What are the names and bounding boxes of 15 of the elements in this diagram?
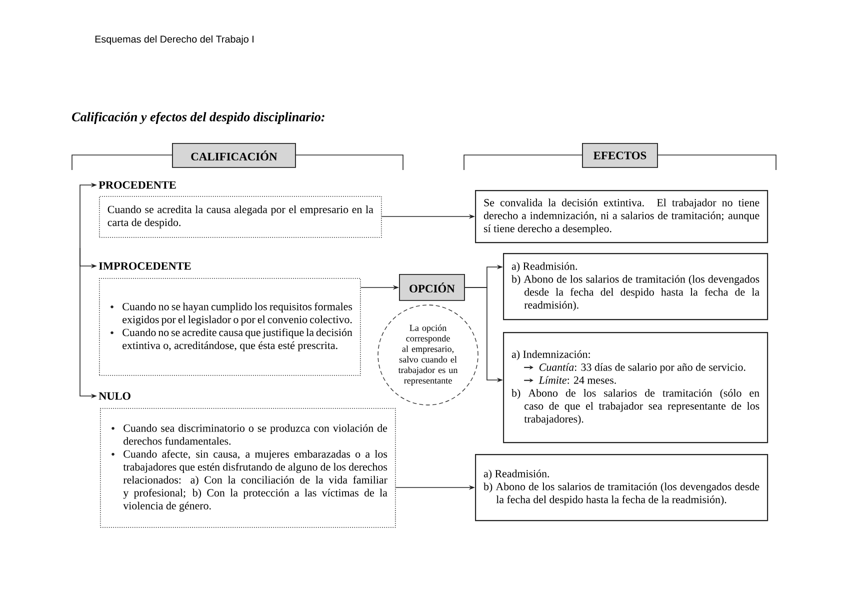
- heading-box: CALIFICACIÓN: [172, 143, 296, 168]
- effect-box: Se convalida la decisión extintiva. El trabajador no tiene derecho a indemnización, ni a salarios de tramitación; aunque sí tiene derecho a desempleo.: [475, 190, 768, 244]
- category-label: IMPROCEDENTE: [98, 262, 191, 270]
- condition-box: Cuando sea discriminatorio o se produzca con violación de derechos fundamentales. Cuando afecte, sin causa, a mujeres embarazadas o a los trabajadores que estén disfrutando de alguno de los derechos relacionados: a) Con la conciliación de la vida familiar y profesional; b) Con la protección a las víctimas de la violencia de género.: [100, 408, 396, 528]
- condition-box: Cuando no se hayan cumplido los requisitos formales exigidos por el legislador o por el convenio colectivo. Cuando no se acredite causa que justifique la decisión extintiva o, acreditándose, que ésta esté prescrita.: [99, 278, 361, 376]
- effect-box: a) Readmisión. b) Abono de los salarios de tramitación (los devengados desde la fecha del despido hasta la fecha de la readmisión).: [503, 253, 768, 320]
- condition-box: Cuando se acredita la causa alegada por el empresario en la carta de despido.: [99, 196, 382, 238]
- category-label: PROCEDENTE: [98, 181, 176, 189]
- choice-box: OPCIÓN: [399, 274, 465, 301]
- title: Calificación y efectos del despido disciplinario:: [72, 112, 324, 124]
- category-label: NULO: [98, 392, 130, 400]
- effect-box: a) Indemnización: Cuantía: 33 días de salario por año de servicio. Límite: 24 meses. b) Abono de los salarios de tramitación (sólo en caso de que el trabajador sea representante de los trabajadores).: [503, 332, 768, 444]
- running-header: Esquemas del Derecho del Trabajo I: [95, 35, 254, 45]
- heading-box: EFECTOS: [582, 143, 658, 168]
- effect-box: a) Readmisión. b) Abono de los salarios de tramitación (los devengados desde la fecha del despido hasta la fecha de la readmisión).: [475, 454, 768, 522]
